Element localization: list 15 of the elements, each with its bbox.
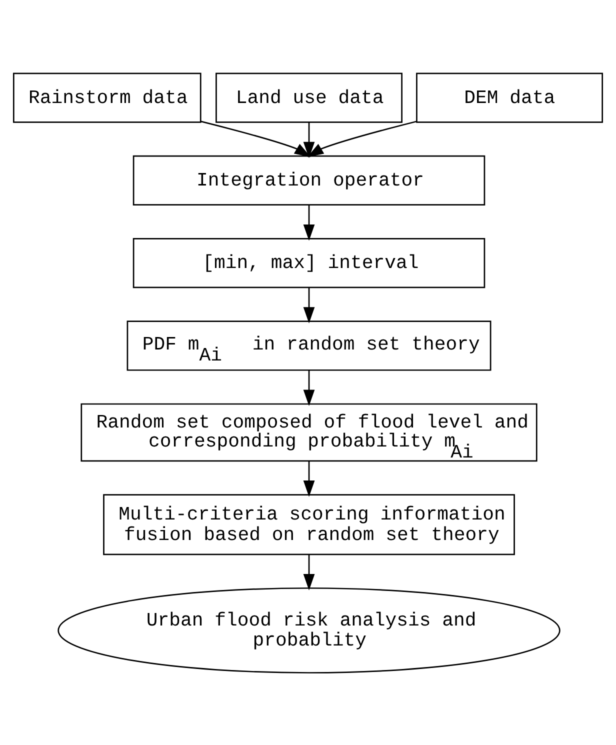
arrow xyxy=(307,120,416,157)
arrow xyxy=(200,120,311,157)
node-box: DEM data xyxy=(416,72,604,122)
arrow xyxy=(303,460,315,496)
node-box: Integration operator xyxy=(132,154,486,206)
arrow xyxy=(303,204,315,240)
arrow xyxy=(303,370,315,406)
node-box: Rainstorm data xyxy=(12,72,202,122)
arrow xyxy=(303,554,315,590)
arrow xyxy=(303,122,315,158)
arrow xyxy=(303,287,315,323)
node-ellipse: Urban flood risk analysis and probablity xyxy=(58,586,560,673)
node-box: [min, max] interval xyxy=(132,238,486,288)
node-box: Land use data xyxy=(216,72,402,122)
node-box: Multi-criteria scoring information fusion based on random set theory xyxy=(103,494,515,555)
